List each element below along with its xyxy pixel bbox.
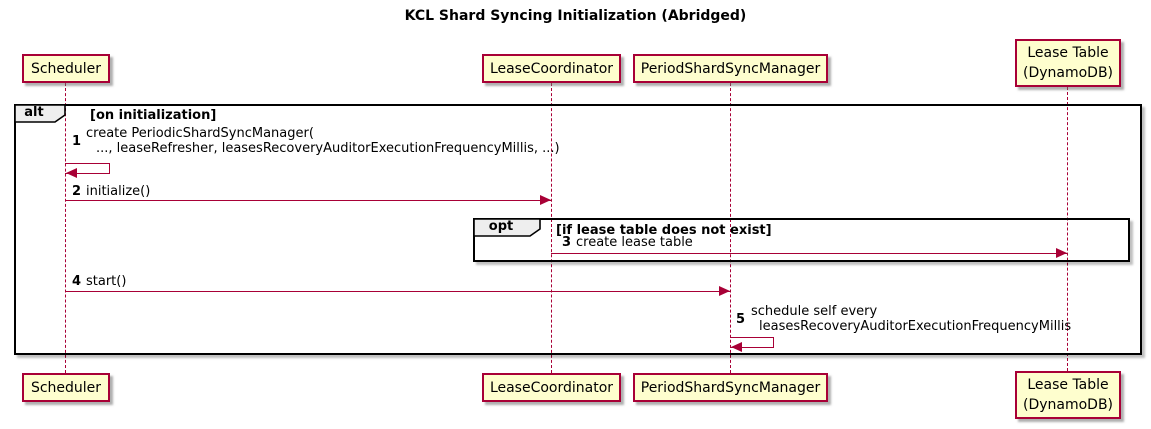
participant-label: Scheduler xyxy=(30,60,102,77)
opt-frame-tab: opt xyxy=(473,218,541,241)
alt-keyword: alt xyxy=(24,105,44,120)
message-5-text: schedule self every leasesRecoveryAudito… xyxy=(751,304,1071,334)
participant-label: PeriodShardSyncManager xyxy=(640,60,821,77)
opt-condition: [if lease table does not exist] xyxy=(556,223,772,238)
message-3-number: 3 xyxy=(562,235,572,250)
participant-label: PeriodShardSyncManager xyxy=(640,379,821,396)
participant-lease-coordinator-top: LeaseCoordinator xyxy=(482,54,621,83)
message-5-line2: leasesRecoveryAuditorExecutionFrequencyM… xyxy=(759,319,1072,334)
message-5-line1: schedule self every xyxy=(751,304,878,319)
participant-label-line2: (DynamoDB) xyxy=(1022,65,1114,81)
opt-frame: opt [if lease table does not exist] xyxy=(473,218,1130,262)
lifeline-lease-coordinator xyxy=(551,83,552,373)
alt-condition: [on initialization] xyxy=(90,108,217,123)
message-3-text: create lease table xyxy=(576,235,693,250)
frame-tab-shape-icon xyxy=(14,104,66,123)
participant-scheduler-bottom: Scheduler xyxy=(22,373,110,402)
message-5-number: 5 xyxy=(736,312,746,327)
message-5-self-arrow xyxy=(730,337,774,348)
message-1-self-arrow xyxy=(65,163,110,174)
participant-scheduler-top: Scheduler xyxy=(22,54,110,83)
participant-label-line2: (DynamoDB) xyxy=(1022,397,1114,413)
message-4-arrowhead-icon xyxy=(719,286,730,296)
message-2-arrow xyxy=(66,200,551,201)
lifeline-lease-table xyxy=(1067,87,1068,371)
diagram-title: KCL Shard Syncing Initialization (Abridg… xyxy=(404,8,747,24)
participant-lease-table-bottom: Lease Table (DynamoDB) xyxy=(1015,371,1121,419)
participant-label-line1: Lease Table xyxy=(1027,377,1109,393)
participant-period-shard-sync-manager-bottom: PeriodShardSyncManager xyxy=(633,373,828,402)
participant-lease-table-top: Lease Table (DynamoDB) xyxy=(1015,39,1121,87)
participant-lease-coordinator-bottom: LeaseCoordinator xyxy=(482,373,621,402)
message-3-arrowhead-icon xyxy=(1056,248,1067,258)
message-2-text: initialize() xyxy=(86,184,151,199)
message-2-number: 2 xyxy=(72,184,82,199)
participant-label: LeaseCoordinator xyxy=(489,60,614,77)
message-5-arrowhead-icon xyxy=(731,342,742,352)
lifeline-period-shard-sync-manager xyxy=(730,83,731,373)
participant-period-shard-sync-manager-top: PeriodShardSyncManager xyxy=(633,54,828,83)
message-2-arrowhead-icon xyxy=(540,195,551,205)
message-1-text: create PeriodicShardSyncManager( ..., le… xyxy=(86,126,560,156)
message-4-number: 4 xyxy=(72,274,82,289)
alt-frame: alt [on initialization] xyxy=(14,104,1142,355)
lifeline-scheduler xyxy=(65,83,66,373)
participant-label: LeaseCoordinator xyxy=(489,379,614,396)
participant-label-line1: Lease Table xyxy=(1027,45,1109,61)
frame-tab-shape-icon xyxy=(473,218,541,237)
alt-frame-tab: alt xyxy=(14,104,66,127)
message-1-line1: create PeriodicShardSyncManager( xyxy=(86,126,314,141)
message-4-text: start() xyxy=(86,274,127,289)
message-1-line2: ..., leaseRefresher, leasesRecoveryAudit… xyxy=(96,141,560,156)
participant-label: Scheduler xyxy=(30,379,102,396)
message-3-arrow xyxy=(551,253,1067,254)
opt-keyword: opt xyxy=(488,219,514,234)
message-4-arrow xyxy=(66,291,730,292)
message-1-arrowhead-icon xyxy=(66,168,77,178)
message-1-number: 1 xyxy=(72,134,82,149)
